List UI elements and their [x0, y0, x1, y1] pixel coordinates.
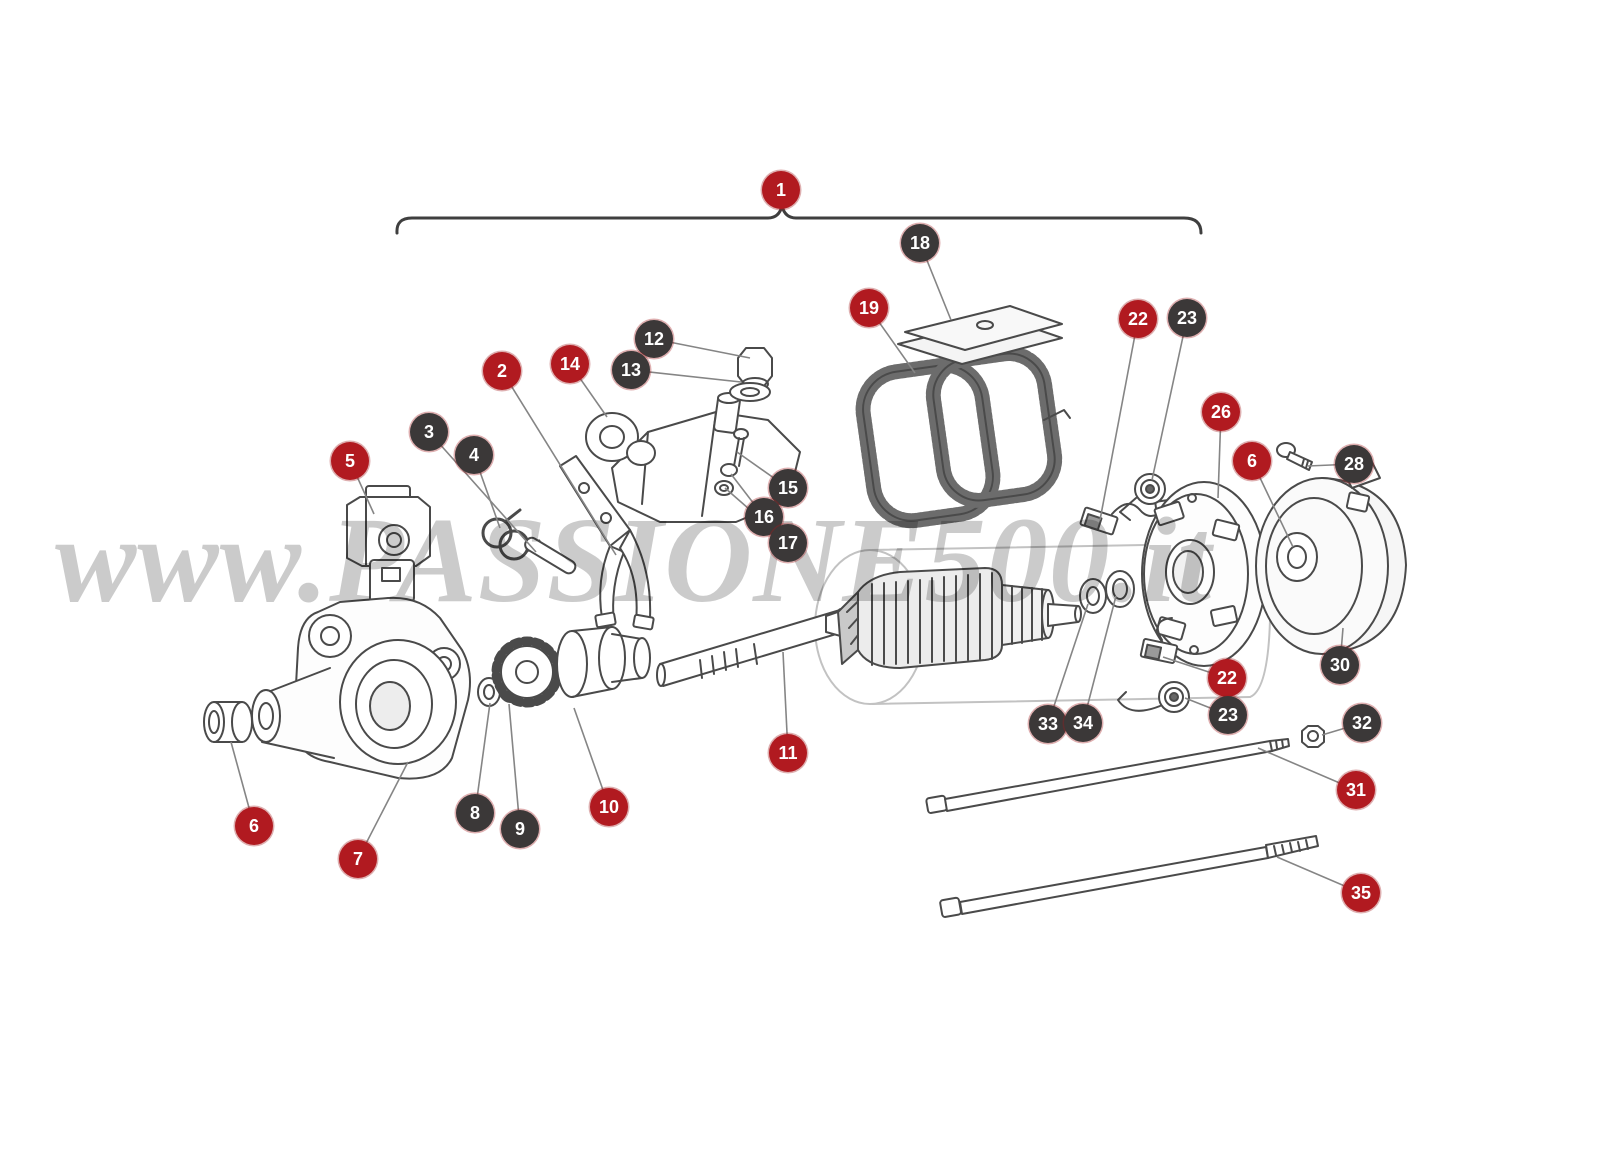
callout-3: 3 [410, 413, 448, 451]
callout-22: 22 [1119, 300, 1157, 338]
callout-10: 10 [590, 788, 628, 826]
art-shift-fork [559, 455, 655, 631]
leader-line-2 [501, 370, 617, 556]
callout-32: 32 [1343, 704, 1381, 742]
callout-4: 4 [455, 436, 493, 474]
callout-23: 23 [1209, 696, 1247, 734]
callout-13: 13 [612, 351, 650, 389]
leader-line-22 [1099, 318, 1139, 521]
art-pole-shoe [897, 305, 1063, 365]
callout-9: 9 [501, 810, 539, 848]
art-brush-lower [1117, 617, 1190, 713]
callout-2: 2 [483, 352, 521, 390]
callout-31: 31 [1337, 771, 1375, 809]
art-washers-33-34 [1079, 570, 1135, 614]
art-bushing-front [203, 701, 253, 743]
callout-8: 8 [456, 794, 494, 832]
callout-35: 35 [1342, 874, 1380, 912]
leader-line-9 [508, 703, 521, 830]
art-long-bolt-35 [939, 835, 1319, 918]
leader-line-3 [428, 431, 537, 553]
art-spring-and-pin [481, 508, 577, 575]
art-field-coils [855, 346, 1071, 529]
callout-30: 30 [1321, 646, 1359, 684]
leader-line-33 [1047, 603, 1089, 725]
art-armature [825, 567, 1082, 669]
callout-34: 34 [1064, 704, 1102, 742]
callout-22: 22 [1208, 659, 1246, 697]
callout-11: 11 [769, 734, 807, 772]
callout-12: 12 [635, 320, 673, 358]
callout-6: 6 [235, 807, 273, 845]
art-solenoid-cover [585, 347, 801, 523]
callout-23: 23 [1168, 299, 1206, 337]
art-drive-end-housing [251, 559, 471, 780]
leader-line-34 [1082, 595, 1117, 724]
callout-14: 14 [551, 345, 589, 383]
leader-line-23 [1151, 317, 1188, 481]
callout-18: 18 [901, 224, 939, 262]
art-tie-rod-31 [925, 738, 1290, 814]
callout-15: 15 [769, 469, 807, 507]
callout-5: 5 [331, 442, 369, 480]
art-bolt-28 [1276, 442, 1313, 471]
callout-7: 7 [339, 840, 377, 878]
callout-26: 26 [1202, 393, 1240, 431]
callout-6: 6 [1233, 442, 1271, 480]
callout-19: 19 [850, 289, 888, 327]
art-solenoid-body [346, 485, 431, 567]
callout-33: 33 [1029, 705, 1067, 743]
art-brush-upper [1079, 473, 1184, 536]
watermark-text: www.PASSIONE500.it [55, 493, 1212, 628]
art-drive-pinion [491, 626, 651, 708]
callout-1: 1 [762, 171, 800, 209]
callout-17: 17 [769, 524, 807, 562]
art-nut-32 [1301, 725, 1325, 748]
callout-28: 28 [1335, 445, 1373, 483]
